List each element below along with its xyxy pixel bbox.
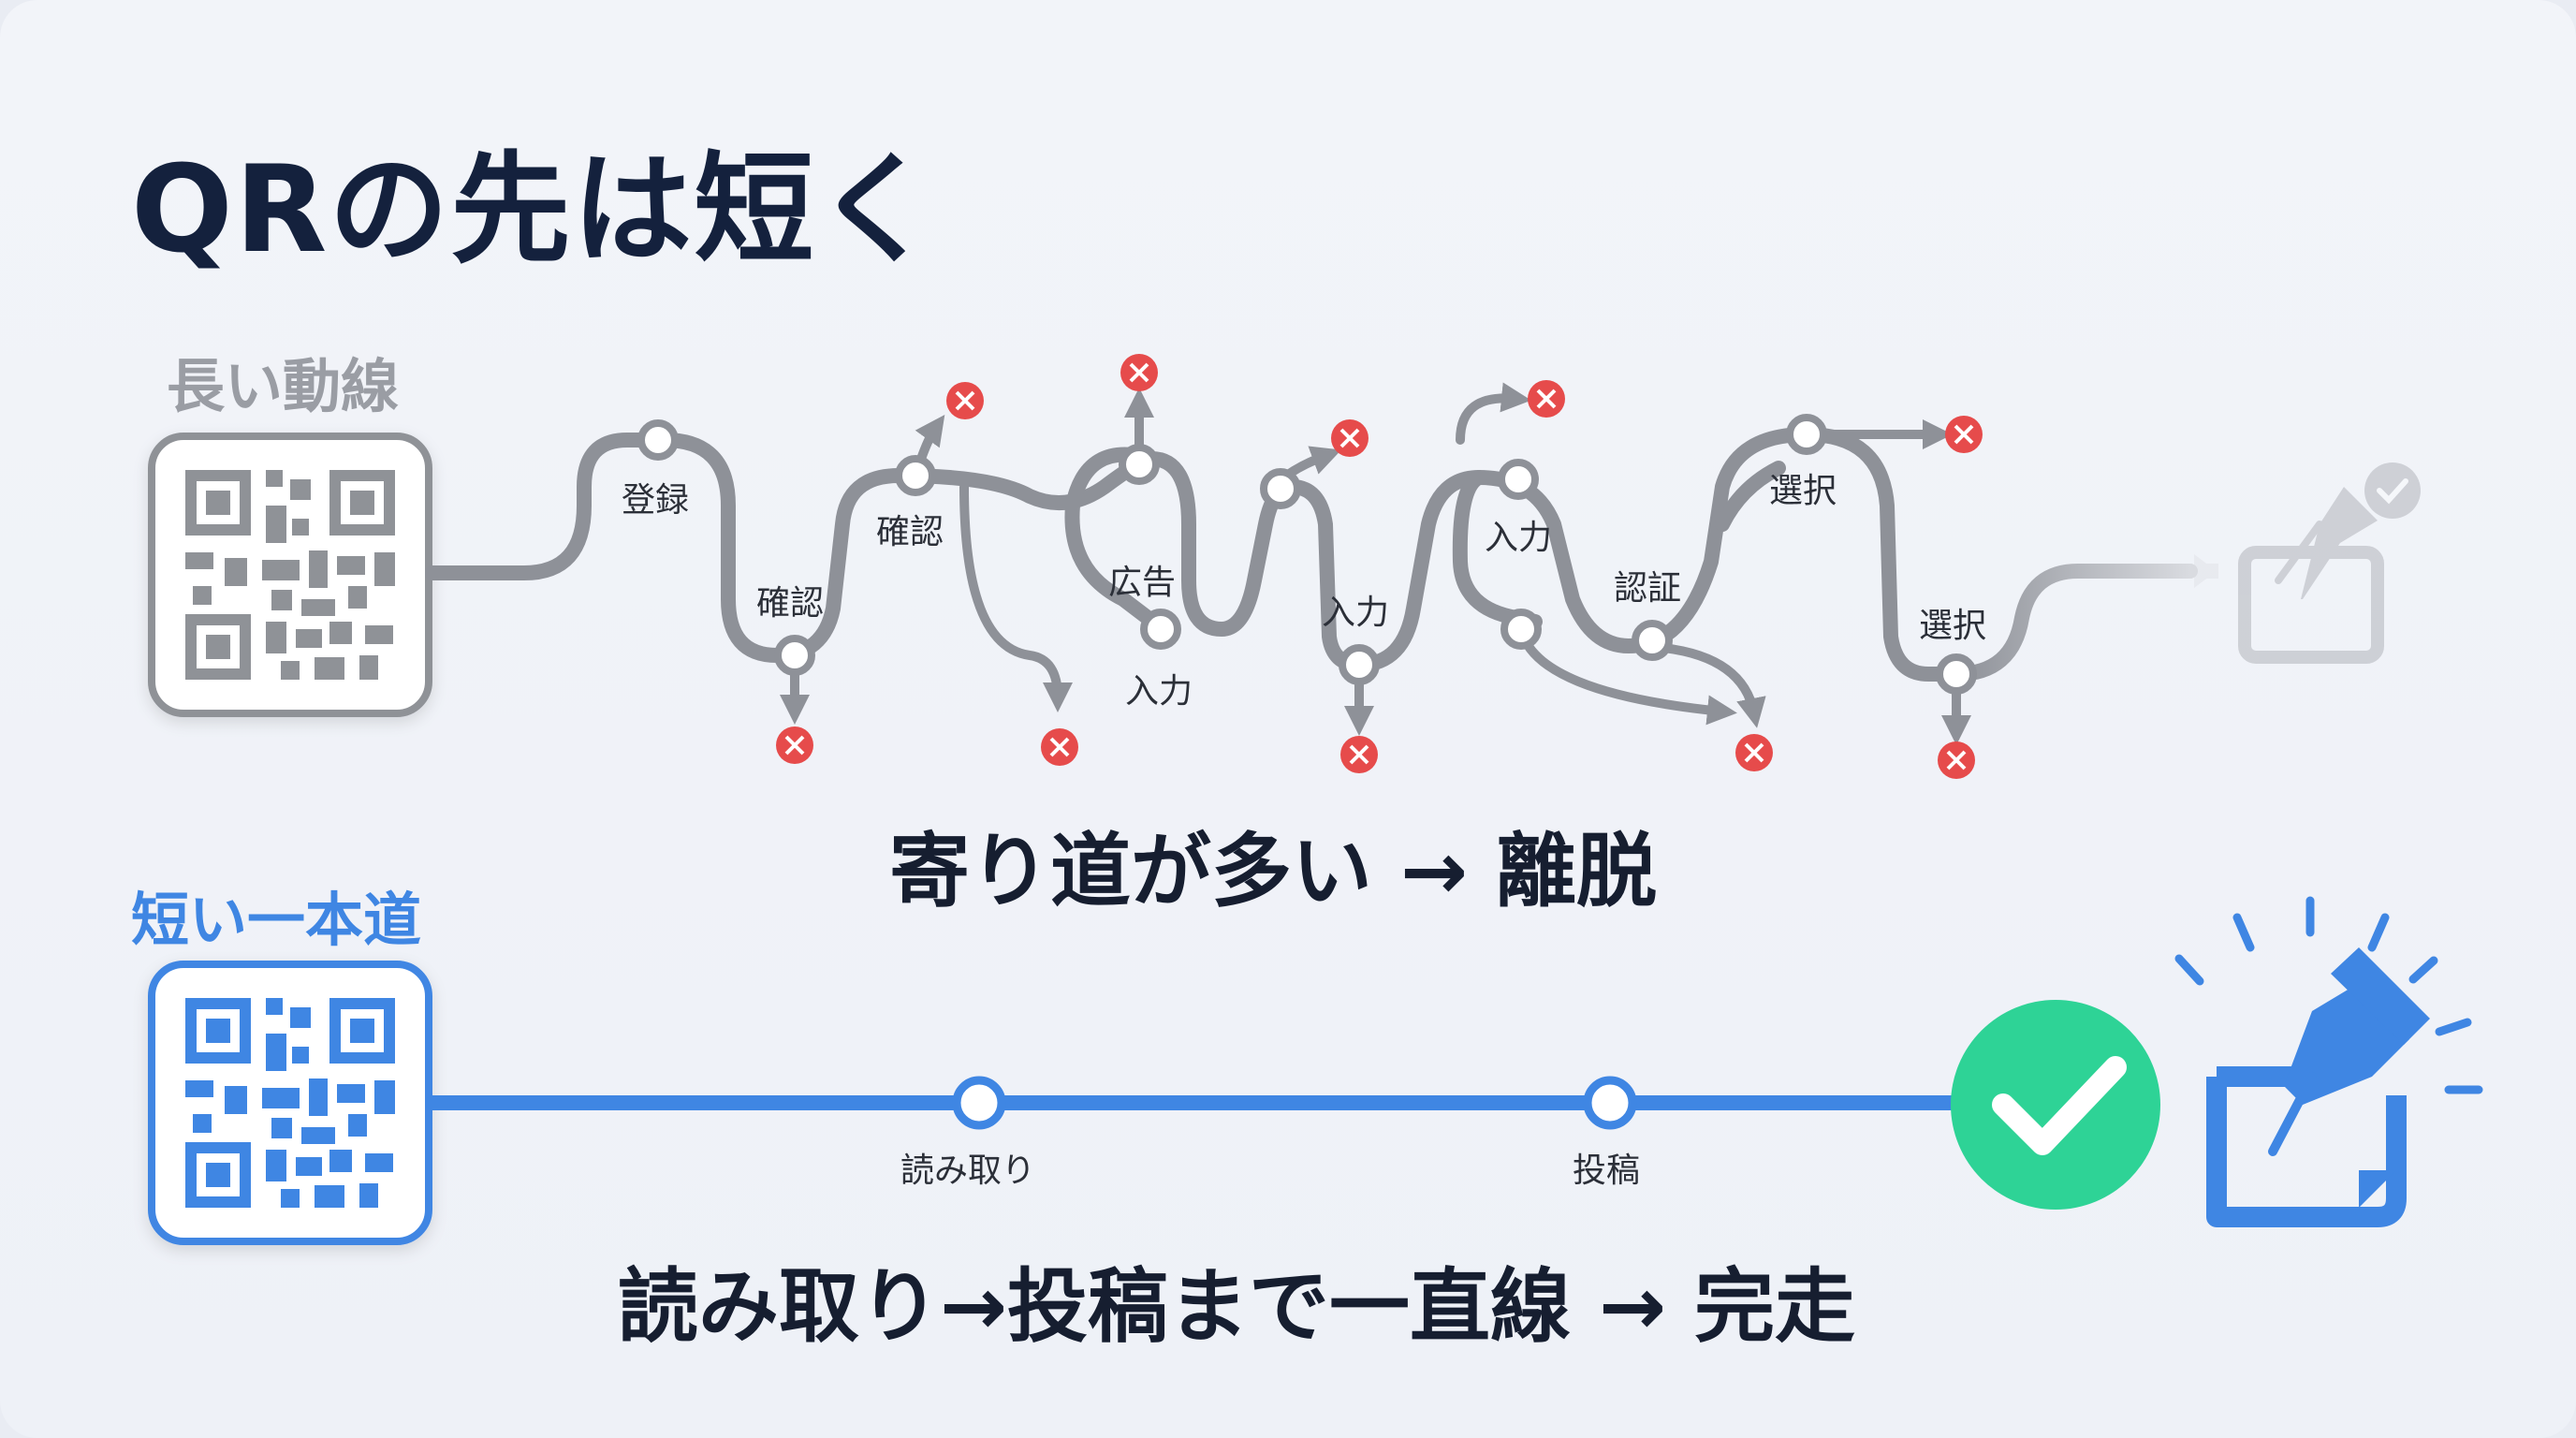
short-path-caption: 読み取り→投稿まで一直線 → 完走: [618, 1260, 1855, 1354]
short-path: 読み取り 投稿: [425, 1076, 1992, 1190]
long-path-nodes: [637, 414, 1977, 695]
qr-code-icon: [148, 961, 432, 1245]
step-label: 確認: [876, 513, 944, 551]
x-circle-icon: [946, 382, 984, 419]
step-label: 広告: [1108, 564, 1176, 602]
x-circle-icon: [1735, 734, 1773, 771]
x-circle-icon: [1528, 380, 1565, 418]
long-path-caption: 寄り道が多い → 離脱: [889, 825, 1657, 918]
long-path-step-labels: 登録 確認 確認 広告 入力 入力 入力 認証 選択 選択: [622, 472, 1986, 711]
x-circle-icon: [1340, 736, 1378, 773]
x-circle-icon: [1041, 728, 1078, 766]
fail-markers: [776, 354, 1983, 779]
x-circle-icon: [776, 726, 813, 764]
x-circle-icon: [1120, 354, 1158, 391]
check-circle-icon: [1951, 1000, 2160, 1210]
pin-note-icon: [2174, 896, 2483, 1227]
step-label: 確認: [756, 584, 824, 623]
step-label: 選択: [1919, 607, 1986, 645]
step-label: 認証: [1614, 569, 1681, 608]
x-circle-icon: [1945, 416, 1983, 453]
step-label: 読み取り: [900, 1152, 1035, 1190]
step-label: 投稿: [1573, 1152, 1640, 1190]
step-label: 入力: [1322, 594, 1389, 632]
step-label: 入力: [1485, 519, 1552, 557]
dead-end-branches: [779, 382, 1972, 746]
page-title: QRの先は短く: [131, 140, 938, 280]
qr-code-icon: [148, 433, 432, 717]
step-label: 入力: [1125, 672, 1193, 711]
step-label: 選択: [1769, 472, 1837, 510]
x-circle-icon: [1938, 741, 1975, 779]
long-path: [425, 427, 2198, 682]
x-circle-icon: [1331, 419, 1368, 457]
short-path-label: 短い一本道: [131, 886, 422, 954]
long-path-label: 長い動線: [167, 352, 400, 420]
step-label: 登録: [622, 481, 689, 520]
pin-note-icon: [2194, 462, 2421, 664]
